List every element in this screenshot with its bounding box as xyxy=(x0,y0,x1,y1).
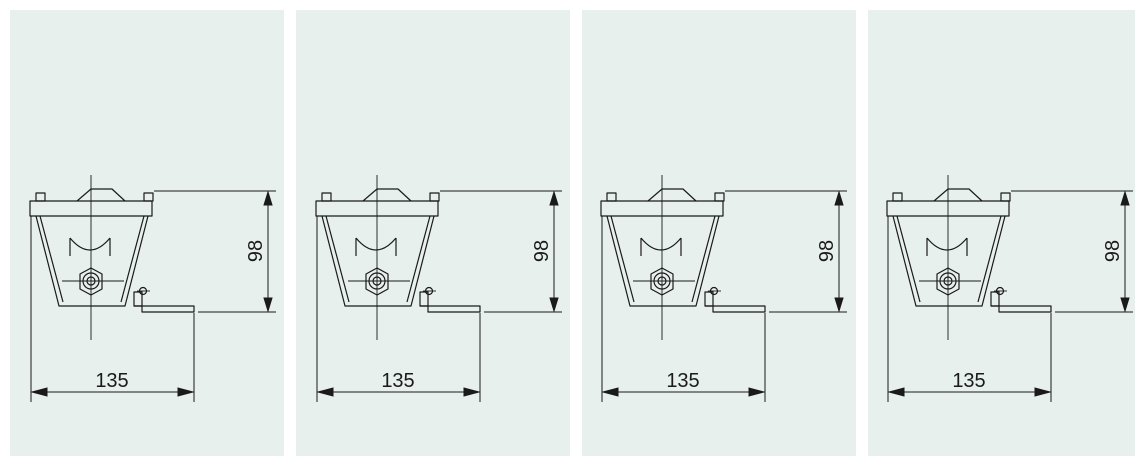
height-arrow-bottom xyxy=(263,297,273,313)
bracket-foot xyxy=(705,305,766,313)
housing-inner-left xyxy=(325,215,350,303)
height-arrow-bottom xyxy=(834,297,844,313)
height-arrow-top xyxy=(549,190,559,206)
height-label: 98 xyxy=(816,240,838,262)
panel-background xyxy=(10,10,284,456)
width-arrow-right xyxy=(748,387,766,397)
housing-inner-right xyxy=(406,215,431,303)
drawing-panel-3: 135 98 xyxy=(582,10,856,456)
width-arrow-left xyxy=(30,387,48,397)
width-arrow-right xyxy=(1034,387,1052,397)
u-slot xyxy=(640,237,682,251)
dimensions xyxy=(30,190,276,402)
dimensions xyxy=(316,190,562,402)
width-label: 135 xyxy=(666,370,699,392)
u-slot-sides xyxy=(355,238,397,256)
height-arrow-top xyxy=(834,190,844,206)
width-arrow-left xyxy=(316,387,334,397)
u-slot xyxy=(69,237,111,251)
top-dome xyxy=(362,188,412,202)
bracket-foot xyxy=(420,305,481,313)
height-label: 98 xyxy=(245,240,267,262)
u-slot xyxy=(355,237,397,251)
width-arrow-right xyxy=(177,387,195,397)
housing-inner-right xyxy=(691,215,716,303)
dimensions xyxy=(601,190,847,402)
housing-body xyxy=(35,215,149,307)
device-outline xyxy=(600,188,766,313)
drawing-panel-2: 135 98 xyxy=(296,10,570,456)
housing-body xyxy=(892,215,1006,307)
device-outline xyxy=(29,188,195,313)
dimensions xyxy=(887,190,1133,402)
drawing-panel-1: 135 98 xyxy=(10,10,284,456)
housing-inner-left xyxy=(39,215,64,303)
technical-drawing: 135 98 xyxy=(582,10,856,456)
height-arrow-bottom xyxy=(549,297,559,313)
drawing-panel-4: 135 98 xyxy=(868,10,1135,456)
housing-inner-right xyxy=(977,215,1002,303)
width-label: 135 xyxy=(95,370,128,392)
bracket-foot xyxy=(134,305,195,313)
housing-inner-left xyxy=(896,215,921,303)
height-label: 98 xyxy=(1102,240,1124,262)
top-dome xyxy=(76,188,126,202)
centre-lines xyxy=(919,175,1007,340)
u-slot-sides xyxy=(926,238,968,256)
panel-background xyxy=(582,10,856,456)
housing-body xyxy=(606,215,720,307)
width-arrow-right xyxy=(463,387,481,397)
technical-drawing: 135 98 xyxy=(10,10,284,456)
u-slot xyxy=(926,237,968,251)
height-label: 98 xyxy=(531,240,553,262)
top-dome xyxy=(933,188,983,202)
technical-drawing: 135 98 xyxy=(296,10,570,456)
panel-background xyxy=(296,10,570,456)
panel-background xyxy=(868,10,1135,456)
width-arrow-left xyxy=(887,387,905,397)
centre-lines xyxy=(62,175,150,340)
centre-lines xyxy=(348,175,436,340)
width-arrow-left xyxy=(601,387,619,397)
u-slot-sides xyxy=(69,238,111,256)
housing-inner-right xyxy=(120,215,145,303)
housing-body xyxy=(321,215,435,307)
width-label: 135 xyxy=(381,370,414,392)
technical-drawing: 135 98 xyxy=(868,10,1135,456)
height-arrow-top xyxy=(263,190,273,206)
height-arrow-top xyxy=(1120,190,1130,206)
housing-inner-left xyxy=(610,215,635,303)
u-slot-sides xyxy=(640,238,682,256)
bracket-foot xyxy=(991,305,1052,313)
height-arrow-bottom xyxy=(1120,297,1130,313)
top-dome xyxy=(647,188,697,202)
width-label: 135 xyxy=(952,370,985,392)
centre-lines xyxy=(633,175,721,340)
